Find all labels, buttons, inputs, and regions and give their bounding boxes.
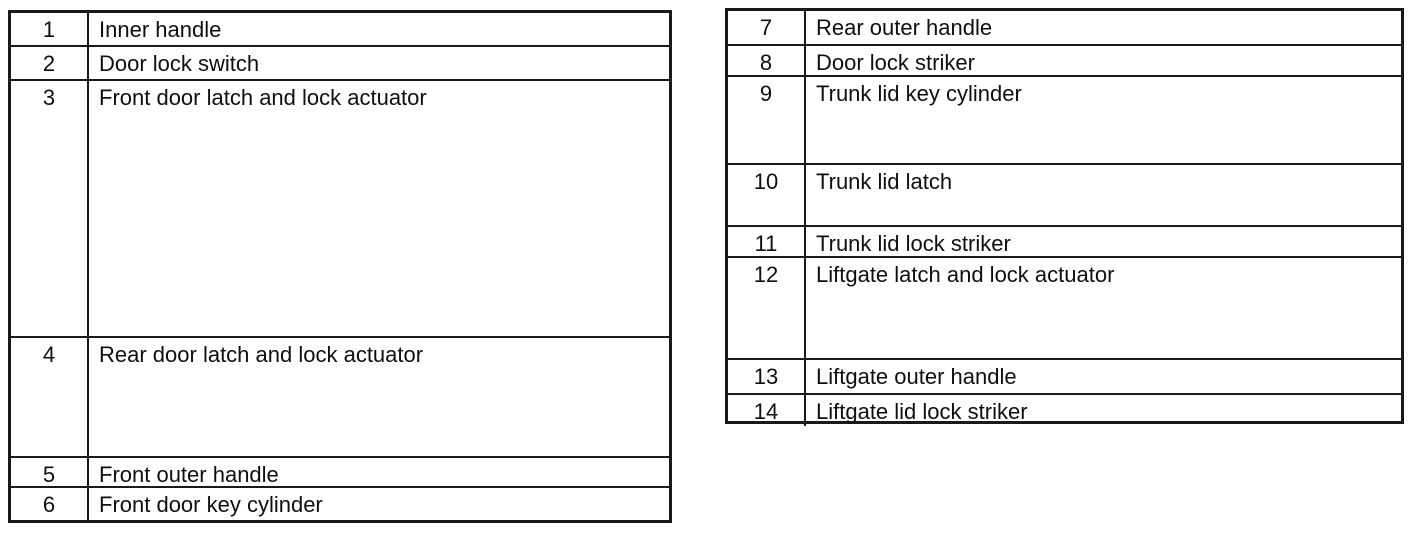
row-label-cell: Trunk lid lock striker [816,231,1011,256]
row-label-cell: Trunk lid latch [816,169,953,194]
row-number-cell: 12 [728,258,806,358]
row-number-cell: 13 [728,360,806,393]
row-label-cell: Front door latch and lock actuator [99,85,427,110]
table-row: 6 Front door key cylinder [11,488,669,520]
row-number-cell: 11 [728,227,806,256]
row-label-cell: Door lock switch [99,51,260,76]
parts-legend-table-right: 7 Rear outer handle 8 Door lock striker … [725,8,1404,426]
row-number-cell: 10 [728,165,806,225]
table-row: 12 Liftgate latch and lock actuator [728,258,1401,360]
table-row: 9 Trunk lid key cylinder [728,77,1401,165]
row-label-cell: Trunk lid key cylinder [816,81,1022,106]
row-label-cell: Inner handle [99,17,222,42]
row-number-cell: 5 [11,458,89,487]
row-number-cell: 6 [11,488,89,520]
table-row: 4 Rear door latch and lock actuator [11,338,669,458]
row-label-cell: Liftgate latch and lock actuator [816,262,1115,287]
row-number-cell: 4 [11,338,89,456]
row-label-cell: Rear door latch and lock actuator [99,342,424,367]
table-row: 10 Trunk lid latch [728,165,1401,227]
table-row: 7 Rear outer handle [728,11,1401,46]
row-label-cell: Front outer handle [99,462,279,486]
table-row: 8 Door lock striker [728,46,1401,77]
table-row: 5 Front outer handle [11,458,669,488]
row-number-cell: 9 [728,77,806,163]
row-label-cell: Liftgate outer handle [816,364,1017,389]
row-number-cell: 7 [728,11,806,44]
table-row: 11 Trunk lid lock striker [728,227,1401,258]
table-row: 3 Front door latch and lock actuator [11,81,669,338]
table-row: 13 Liftgate outer handle [728,360,1401,395]
row-label-cell: Front door key cylinder [99,492,323,517]
row-label-cell: Door lock striker [816,50,975,75]
row-number-cell: 2 [11,47,89,79]
table-row: 2 Door lock switch [11,47,669,81]
table-row: 14 Liftgate lid lock striker [728,395,1401,426]
row-number-cell: 3 [11,81,89,336]
row-number-cell: 14 [728,395,806,426]
row-number-cell: 1 [11,13,89,45]
row-label-cell: Rear outer handle [816,15,993,40]
parts-legend-table-left: 1 Inner handle 2 Door lock switch 3 Fron… [8,10,672,523]
table-row: 1 Inner handle [11,13,669,47]
row-label-cell: Liftgate lid lock striker [816,399,1028,424]
row-number-cell: 8 [728,46,806,75]
